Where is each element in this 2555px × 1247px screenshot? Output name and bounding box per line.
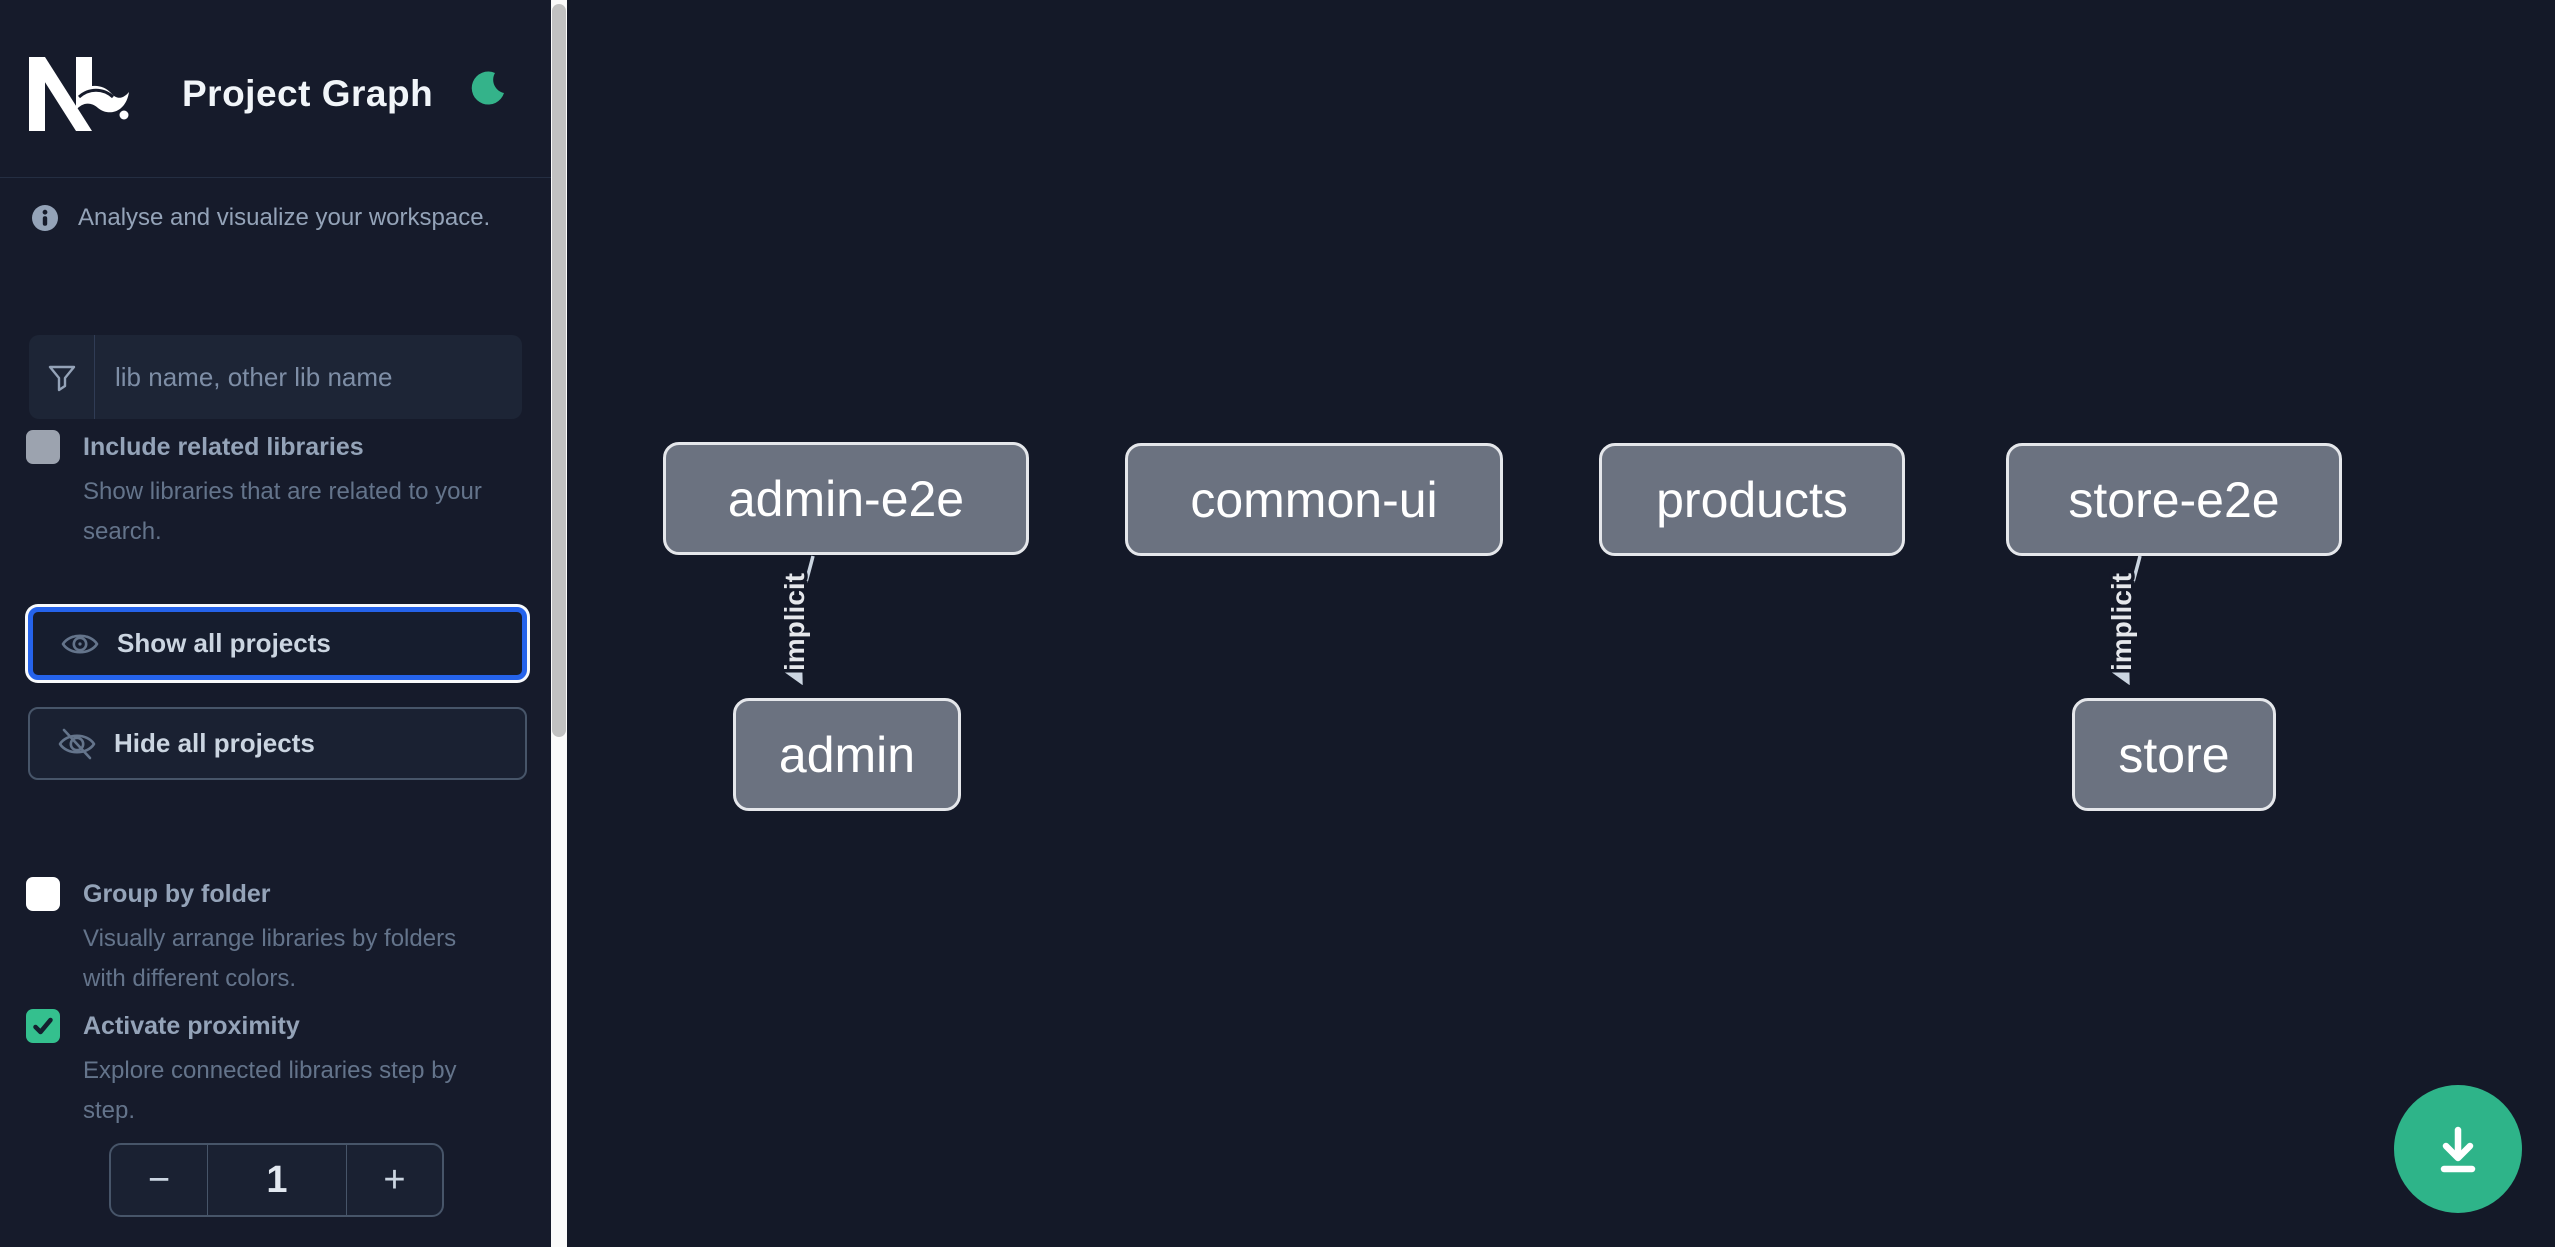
group-by-folder-description: Visually arrange libraries by folders wi…	[83, 925, 457, 992]
proximity-stepper: − 1 +	[109, 1143, 444, 1217]
graph-canvas[interactable]: implicit implicit admin-e2e common-ui pr…	[567, 0, 2555, 1247]
activate-proximity-label: Activate proximity	[83, 1012, 300, 1040]
graph-node-admin[interactable]: admin	[733, 698, 961, 811]
graph-node-common-ui[interactable]: common-ui	[1125, 443, 1503, 556]
checkbox-group-by-folder[interactable]	[26, 877, 60, 911]
hide-all-projects-button[interactable]: Hide all projects	[28, 707, 527, 780]
page-title: Project Graph	[182, 73, 434, 114]
option-group-by-folder: Group by folder Visually arrange librari…	[26, 877, 526, 999]
scrollbar-thumb[interactable]	[552, 4, 566, 737]
option-activate-proximity: Activate proximity Explore connected lib…	[26, 1009, 526, 1131]
sidebar: Project Graph Analyse and visualize your…	[0, 0, 551, 1247]
include-related-label: Include related libraries	[83, 433, 364, 461]
option-include-related: Include related libraries Show libraries…	[26, 430, 526, 552]
proximity-decrement-button[interactable]: −	[111, 1145, 208, 1215]
info-icon	[32, 205, 58, 231]
group-by-folder-label: Group by folder	[83, 880, 271, 908]
edge-label: implicit	[2106, 573, 2137, 671]
sidebar-header: Project Graph	[0, 0, 551, 178]
graph-edge-admin	[780, 555, 815, 686]
download-fab-button[interactable]	[2394, 1085, 2522, 1213]
moon-icon[interactable]	[466, 66, 510, 110]
show-all-projects-button[interactable]: Show all projects	[28, 607, 527, 680]
graph-edge-store	[2107, 555, 2142, 686]
nx-logo	[29, 57, 129, 131]
check-icon	[33, 1017, 53, 1035]
search-box	[29, 335, 522, 419]
eye-icon	[60, 628, 100, 660]
search-input[interactable]	[95, 335, 522, 419]
checkbox-include-related[interactable]	[26, 430, 60, 464]
intro-row: Analyse and visualize your workspace.	[31, 204, 531, 232]
show-all-projects-label: Show all projects	[117, 628, 331, 658]
download-icon	[2440, 1126, 2476, 1173]
proximity-increment-button[interactable]: +	[346, 1145, 442, 1215]
filter-icon	[29, 335, 95, 419]
graph-node-store[interactable]: store	[2072, 698, 2276, 811]
eye-off-icon	[57, 727, 97, 761]
hide-all-projects-label: Hide all projects	[114, 728, 315, 758]
proximity-value[interactable]: 1	[266, 1158, 288, 1201]
graph-node-admin-e2e[interactable]: admin-e2e	[663, 442, 1029, 555]
graph-node-store-e2e[interactable]: store-e2e	[2006, 443, 2342, 556]
intro-text: Analyse and visualize your workspace.	[78, 204, 491, 231]
checkbox-activate-proximity[interactable]	[26, 1009, 60, 1043]
activate-proximity-description: Explore connected libraries step by step…	[83, 1057, 457, 1124]
edge-label: implicit	[779, 573, 810, 671]
sidebar-scrollbar	[551, 0, 567, 1247]
include-related-description: Show libraries that are related to your …	[83, 478, 482, 545]
graph-node-products[interactable]: products	[1599, 443, 1905, 556]
